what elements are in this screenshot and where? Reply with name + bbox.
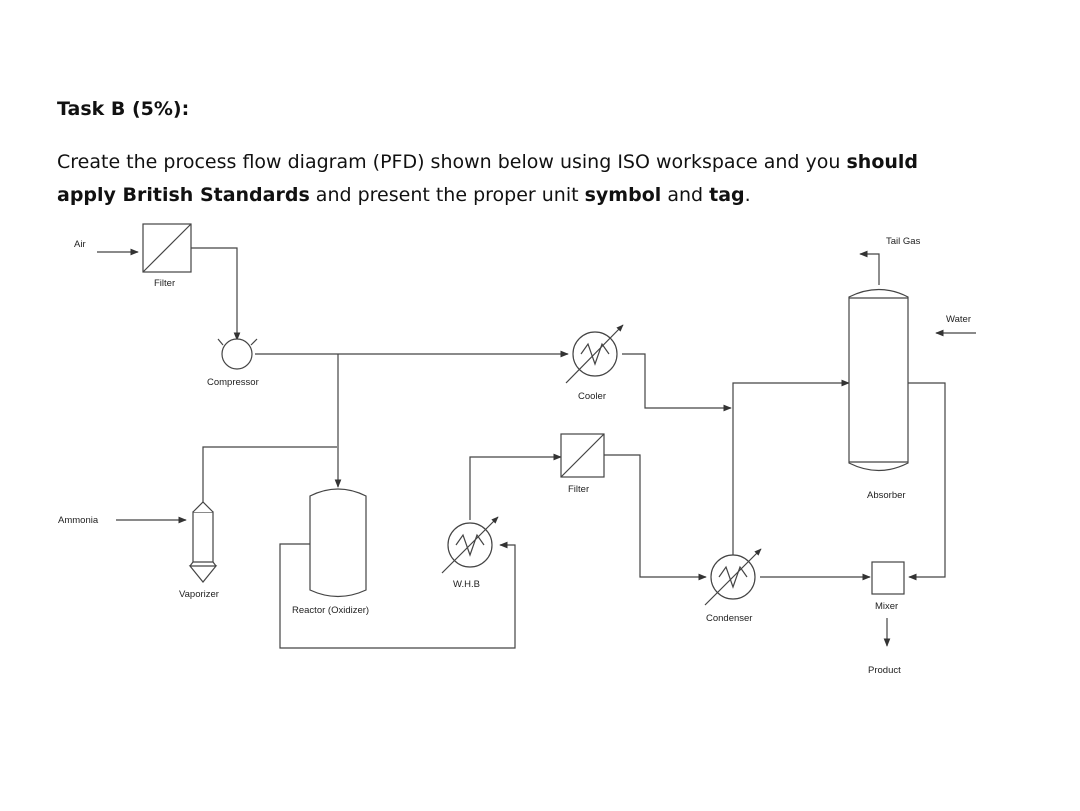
filter-to-condenser-line (604, 454, 707, 581)
vaporizer-to-reactor-line (202, 446, 337, 506)
cooler-symbol (565, 324, 624, 384)
instruction-text: . (744, 184, 751, 206)
diagram-labels: Air Filter Compressor Cooler Filter Tail… (58, 236, 971, 676)
instruction-bold-should: should (846, 151, 919, 173)
unit-label-reactor: Reactor (Oxidizer) (292, 605, 369, 616)
stream-label-tail-gas: Tail Gas (886, 236, 921, 247)
instruction-text: and present the proper unit (309, 184, 585, 206)
instruction-text: and (661, 184, 710, 206)
unit-label-cooler: Cooler (578, 391, 606, 402)
filter-2-symbol (560, 433, 605, 478)
reactor-symbol (309, 488, 367, 598)
filter-1-symbol (142, 223, 192, 273)
unit-label-compressor: Compressor (207, 377, 259, 388)
unit-label-filter: Filter (154, 278, 175, 289)
absorber-symbol (848, 288, 909, 472)
whb-symbol (441, 516, 499, 574)
stream-lines (97, 247, 976, 649)
cooler-to-absorber-line (622, 353, 732, 412)
unit-label-whb: W.H.B (453, 579, 480, 590)
instruction-bold-british-standards: apply British Standards (57, 184, 310, 206)
stream-label-water: Water (946, 314, 971, 325)
stream-label-air: Air (74, 239, 86, 250)
unit-label-absorber: Absorber (867, 490, 906, 501)
unit-label-vaporizer: Vaporizer (179, 589, 219, 600)
vaporizer-symbol (188, 501, 218, 583)
task-instructions: Create the process flow diagram (PFD) sh… (57, 146, 1017, 212)
absorber-to-mixer-line (908, 382, 946, 581)
filter-to-compressor-line (191, 247, 241, 341)
whb-to-filter-line (469, 453, 562, 520)
condenser-symbol (704, 548, 762, 606)
task-title: Task B (5%): (57, 98, 190, 120)
compressor-symbol (217, 338, 258, 370)
unit-label-condenser: Condenser (706, 613, 752, 624)
instruction-bold-symbol: symbol (584, 184, 662, 206)
stream-label-ammonia: Ammonia (58, 515, 99, 526)
instruction-text: Create the process flow diagram (PFD) sh… (57, 151, 847, 173)
mixer-symbol (871, 561, 905, 595)
tail-gas-line (859, 250, 880, 285)
unit-label-filter: Filter (568, 484, 589, 495)
condenser-to-absorber-line (732, 379, 850, 578)
unit-label-mixer: Mixer (875, 601, 898, 612)
stream-label-product: Product (868, 665, 901, 676)
reactor-to-whb-line (279, 541, 516, 649)
instruction-bold-tag: tag (709, 184, 745, 206)
